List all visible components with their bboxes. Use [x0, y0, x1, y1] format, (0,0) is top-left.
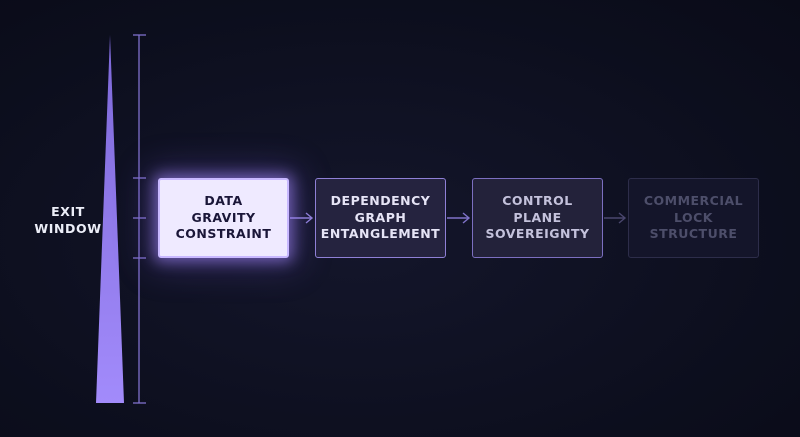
node-label-line1: COMMERCIAL: [643, 193, 744, 209]
exit-window-label: EXIT WINDOW: [30, 203, 106, 237]
node-dependency-graph-entanglement: DEPENDENCY GRAPH ENTANGLEMENT: [315, 178, 446, 258]
exit-window-wedge: [96, 35, 124, 403]
node-label-line2: PLANE: [513, 209, 562, 225]
node-label-line3: ENTANGLEMENT: [320, 226, 441, 242]
node-label-line2: GRAPH: [354, 209, 407, 225]
node-label-line1: DATA: [204, 193, 243, 209]
connector-arrow-2: [447, 212, 471, 224]
connector-arrow-1: [290, 212, 314, 224]
exit-window-label-line1: EXIT: [51, 204, 85, 219]
node-label-line3: SOVEREIGNTY: [485, 226, 590, 242]
node-commercial-lock-structure: COMMERCIAL LOCK STRUCTURE: [628, 178, 759, 258]
node-label-line1: DEPENDENCY: [330, 193, 431, 209]
connector-arrow-3: [604, 212, 627, 224]
node-data-gravity-constraint: DATA GRAVITY CONSTRAINT: [158, 178, 289, 258]
node-label-line1: CONTROL: [502, 193, 573, 209]
node-label-line3: STRUCTURE: [649, 226, 738, 242]
node-label-line3: CONSTRAINT: [175, 226, 272, 242]
node-label-line2: GRAVITY: [191, 209, 256, 225]
exit-window-label-line2: WINDOW: [34, 221, 102, 236]
node-label-line2: LOCK: [673, 209, 713, 225]
node-control-plane-sovereignty: CONTROL PLANE SOVEREIGNTY: [472, 178, 603, 258]
